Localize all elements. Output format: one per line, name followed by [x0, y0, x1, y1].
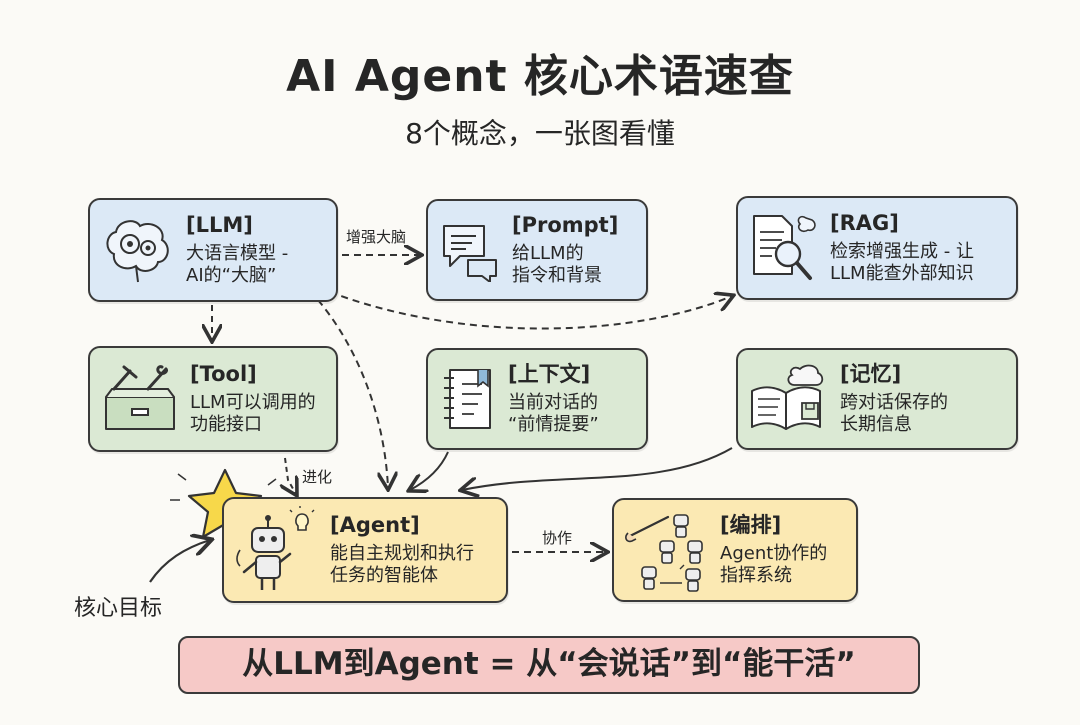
card-tool: [Tool] LLM可以调用的 功能接口 [88, 346, 338, 452]
card-orchestration-desc-1: Agent协作的 [720, 542, 828, 564]
card-prompt-desc-1: 给LLM的 [512, 242, 584, 264]
conductor-robots-icon [625, 514, 703, 592]
chat-bubbles-icon [443, 225, 497, 282]
card-memory-desc-2: 长期信息 [840, 414, 912, 436]
card-rag-title: [RAG] [830, 211, 899, 236]
card-context-title: [上下文] [508, 362, 591, 387]
card-llm-desc-2: AI的“大脑” [186, 265, 277, 287]
arrow-llm-rag [329, 291, 732, 330]
card-rag-desc-1: 检索增强生成 - 让 [830, 240, 974, 262]
label-core-goal: 核心目标 [74, 596, 163, 621]
card-memory-title: [记忆] [840, 362, 902, 387]
card-orchestration: [编排] Agent协作的 指挥系统 [612, 498, 858, 602]
notebook-icon [444, 369, 491, 429]
card-tool-desc-2: 功能接口 [190, 414, 262, 436]
card-llm-title: [LLM] [186, 213, 253, 238]
card-rag-desc-2: LLM能查外部知识 [830, 263, 974, 285]
card-llm-desc-1: 大语言模型 - [186, 242, 289, 264]
arrow-goal-agent [149, 540, 210, 583]
card-prompt-desc-2: 指令和背景 [512, 265, 602, 287]
brain-gears-icon [106, 220, 169, 283]
document-magnifier-icon [753, 215, 816, 280]
robot-icon [236, 506, 315, 590]
summary-banner: 从LLM到Agent = 从“会说话”到“能干活” [178, 636, 920, 694]
card-context: [上下文] 当前对话的 “前情提要” [426, 348, 648, 450]
card-tool-title: [Tool] [190, 362, 257, 387]
label-collaborate: 协作 [542, 529, 573, 547]
card-memory: [记忆] 跨对话保存的 长期信息 [736, 348, 1018, 450]
card-orchestration-title: [编排] [720, 513, 782, 538]
card-rag: [RAG] 检索增强生成 - 让 LLM能查外部知识 [736, 196, 1018, 300]
page-title: AI Agent 核心术语速查 [286, 51, 794, 102]
card-memory-desc-1: 跨对话保存的 [840, 391, 948, 413]
book-cloud-icon [751, 364, 824, 430]
toolbox-icon [105, 365, 175, 430]
label-enhance: 增强大脑 [346, 228, 407, 246]
arrow-memory-agent [462, 447, 733, 490]
arrow-context-agent [410, 451, 449, 490]
arrow-tool-agent [285, 457, 296, 494]
label-evolve: 进化 [302, 468, 333, 486]
card-prompt: [Prompt] 给LLM的 指令和背景 [426, 199, 648, 301]
card-llm: [LLM] 大语言模型 - AI的“大脑” [88, 198, 338, 302]
card-context-desc-2: “前情提要” [508, 414, 599, 436]
arrow-llm-agent [317, 299, 388, 488]
card-agent-desc-1: 能自主规划和执行 [330, 542, 474, 564]
page-subtitle: 8个概念，一张图看懂 [405, 117, 675, 150]
card-agent: [Agent] 能自主规划和执行 任务的智能体 [222, 497, 508, 603]
card-context-desc-1: 当前对话的 [508, 391, 598, 413]
card-orchestration-desc-2: 指挥系统 [720, 565, 792, 587]
card-prompt-title: [Prompt] [512, 213, 619, 238]
card-agent-title: [Agent] [330, 513, 420, 538]
card-tool-desc-1: LLM可以调用的 [190, 391, 316, 413]
card-agent-desc-2: 任务的智能体 [330, 565, 438, 587]
